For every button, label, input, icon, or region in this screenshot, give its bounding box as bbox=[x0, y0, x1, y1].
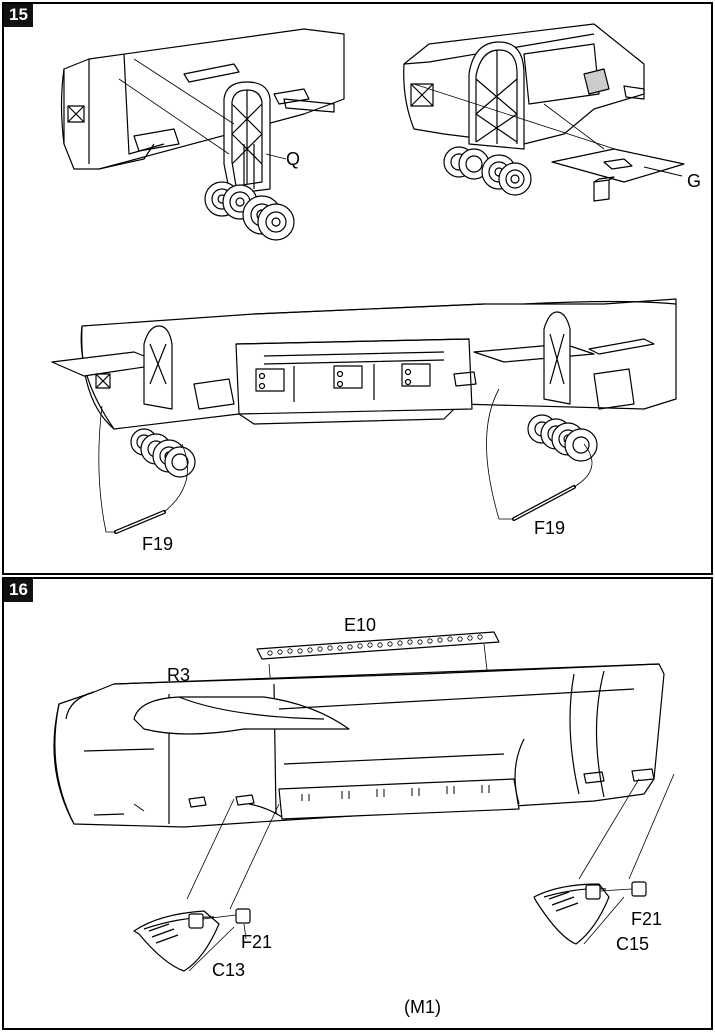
label-c15: C15 bbox=[616, 934, 650, 954]
fuselage-section-front bbox=[60, 28, 345, 170]
step-16-number: 16 bbox=[4, 579, 33, 602]
label-f21-left: F21 bbox=[241, 932, 273, 952]
step-15-illustration bbox=[51, 23, 685, 534]
part-c15-assembly bbox=[533, 773, 675, 945]
step-15-number: 15 bbox=[4, 4, 33, 27]
part-g-plate bbox=[551, 148, 685, 202]
label-r3: R3 bbox=[167, 665, 191, 685]
step-15-panel: 15 bbox=[2, 2, 713, 575]
fuselage-assembled bbox=[51, 298, 677, 478]
step-16-illustration bbox=[53, 631, 675, 972]
label-e10: E10 bbox=[344, 615, 377, 635]
part-f19-right bbox=[486, 388, 593, 521]
label-c13: C13 bbox=[212, 960, 246, 980]
fuselage-section-rear bbox=[403, 23, 645, 196]
landing-gear-q bbox=[118, 58, 335, 241]
label-g: G bbox=[687, 171, 702, 191]
part-c13-assembly bbox=[133, 798, 280, 972]
label-f21-right: F21 bbox=[631, 909, 663, 929]
label-m1: (M1) bbox=[404, 997, 441, 1017]
fuselage-tube bbox=[53, 663, 665, 828]
step-16-panel: 16 bbox=[2, 577, 713, 1030]
part-f19-left bbox=[98, 405, 188, 534]
label-f19-left: F19 bbox=[142, 534, 174, 554]
label-q: Q bbox=[286, 149, 301, 169]
label-f19-right: F19 bbox=[534, 518, 566, 538]
